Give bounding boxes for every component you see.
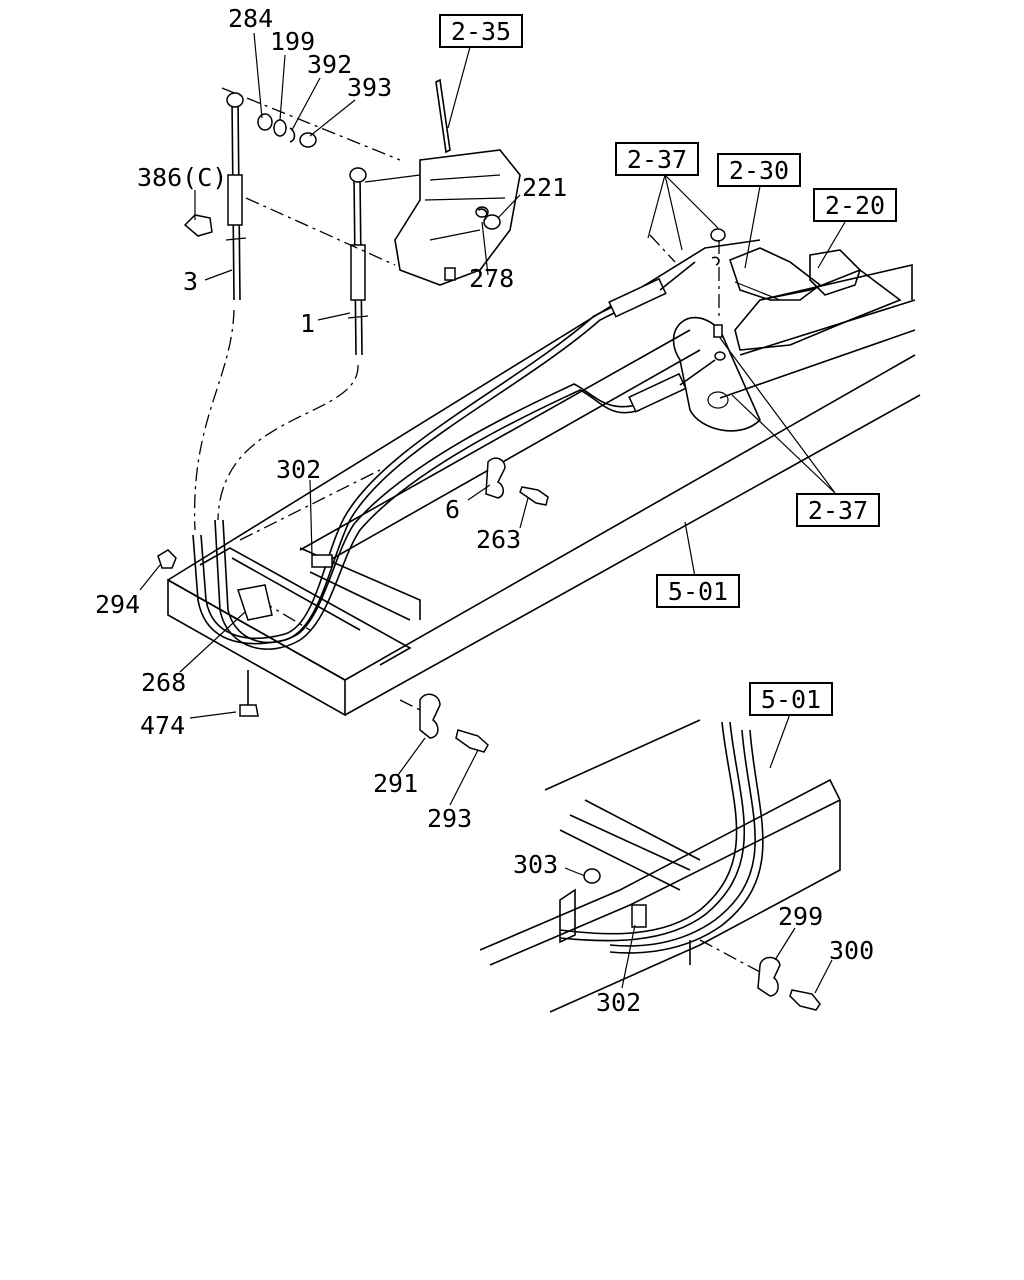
callout-386c: 386(C) (137, 163, 227, 192)
callout-268: 268 (141, 668, 186, 697)
ref-box-5-01-main: 5-01 (656, 574, 740, 608)
leader-lines (139, 32, 846, 994)
callout-278: 278 (469, 264, 514, 293)
callout-263: 263 (476, 525, 521, 554)
callout-392: 392 (307, 50, 352, 79)
callout-299: 299 (778, 902, 823, 931)
callout-1: 1 (300, 309, 315, 338)
callout-293: 293 (427, 804, 472, 833)
callout-199: 199 (270, 27, 315, 56)
ref-label-5-01-main: 5-01 (668, 577, 728, 606)
detail-view (479, 719, 841, 1013)
shift-cables (192, 87, 716, 650)
callout-3: 3 (183, 267, 198, 296)
ref-label-2-37-top: 2-37 (627, 145, 687, 174)
callout-294: 294 (95, 590, 140, 619)
callout-6: 6 (445, 495, 460, 524)
transmission-housing (672, 247, 902, 432)
ref-box-2-37-top: 2-37 (615, 142, 699, 176)
ref-label-2-30: 2-30 (729, 156, 789, 185)
ref-box-2-30: 2-30 (717, 153, 801, 187)
callout-393: 393 (347, 73, 392, 102)
callout-labels: 284 199 392 393 386(C) 221 278 3 1 302 6… (95, 4, 874, 1017)
callout-284: 284 (228, 4, 273, 33)
ref-box-2-20: 2-20 (813, 188, 897, 222)
ref-box-5-01-detail: 5-01 (749, 682, 833, 716)
callout-302-detail: 302 (596, 988, 641, 1017)
callout-303: 303 (513, 850, 558, 879)
callout-221: 221 (522, 173, 567, 202)
ref-box-2-37-bottom: 2-37 (796, 493, 880, 527)
ref-label-2-37-bottom: 2-37 (808, 496, 868, 525)
callout-302-main: 302 (276, 455, 321, 484)
ref-label-5-01-detail: 5-01 (761, 685, 821, 714)
callout-474: 474 (140, 711, 185, 740)
ref-box-2-35: 2-35 (439, 14, 523, 48)
ref-label-2-20: 2-20 (825, 191, 885, 220)
callout-291: 291 (373, 769, 418, 798)
callout-300: 300 (829, 936, 874, 965)
shift-lever-assembly (394, 78, 521, 286)
ref-label-2-35: 2-35 (451, 17, 511, 46)
washers-nuts (157, 113, 726, 753)
